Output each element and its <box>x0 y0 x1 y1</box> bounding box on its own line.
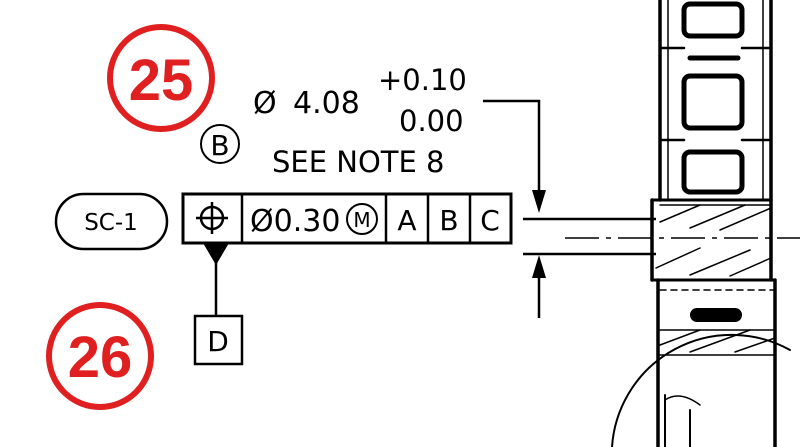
dimension-lower-tolerance: 0.00 <box>399 104 464 138</box>
balloon-26: 26 <box>46 302 154 410</box>
fcf-datum-b: B <box>439 204 458 237</box>
datum-feature-label: D <box>207 325 229 358</box>
see-note-text: SEE NOTE 8 <box>272 145 445 179</box>
datum-flag-label: B <box>210 129 229 162</box>
dimension-upper-tolerance: +0.10 <box>378 63 467 97</box>
mmc-modifier-label: M <box>353 208 370 232</box>
fcf-datum-c: C <box>480 204 500 237</box>
datum-feature-d: D <box>193 243 244 366</box>
dimension-arrow-bottom <box>532 255 546 278</box>
dimension-leader <box>483 99 541 196</box>
balloon-25-label: 25 <box>129 48 194 113</box>
special-characteristic-tag: SC-1 <box>54 192 169 251</box>
feature-control-frame: Ø0.30 M A B C <box>181 192 513 245</box>
fcf-tolerance: Ø0.30 <box>250 204 340 239</box>
position-symbol-icon <box>196 202 228 234</box>
special-characteristic-label: SC-1 <box>84 210 138 236</box>
fcf-datum-a: A <box>397 204 416 237</box>
part-geometry <box>611 0 791 447</box>
diameter-symbol: Ø <box>253 86 277 121</box>
dimension-nominal: 4.08 <box>293 86 360 121</box>
dimension-arrow-top <box>532 190 546 213</box>
balloon-25: 25 <box>107 24 215 132</box>
balloon-26-label: 26 <box>68 325 133 390</box>
datum-flag-b: B <box>200 124 240 164</box>
diameter-dimension: Ø 4.08 +0.10 0.00 <box>253 63 467 138</box>
mmc-modifier-icon: M <box>346 203 378 235</box>
